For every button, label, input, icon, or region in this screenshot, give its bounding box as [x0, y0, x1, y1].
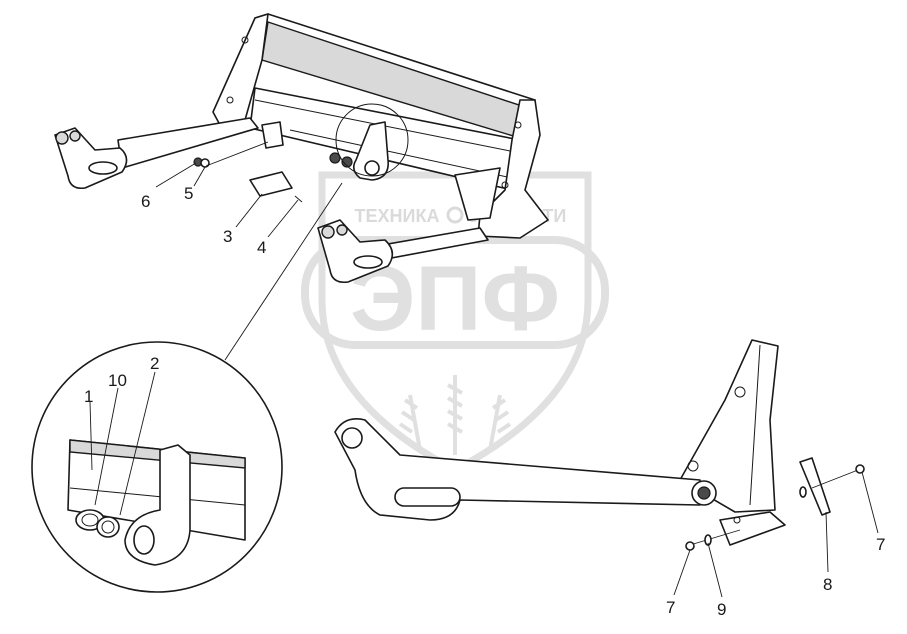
detail-view — [31, 182, 343, 593]
callout-9: 9 — [717, 600, 726, 619]
center-hinge — [352, 121, 389, 181]
callout-labels: 6 5 3 4 1 10 2 7 8 7 9 — [84, 184, 885, 619]
left-push-arm — [117, 117, 259, 169]
gear-icon — [446, 206, 464, 224]
cutting-edge — [454, 167, 501, 221]
leader-lines — [89, 141, 879, 598]
side-plate — [679, 339, 779, 513]
callout-2: 2 — [150, 354, 159, 373]
wheat-icon — [398, 375, 512, 455]
callout-1: 1 — [84, 387, 93, 406]
callout-7-bottom: 7 — [666, 598, 675, 617]
right-side-plate — [477, 99, 549, 239]
side-view-assembly — [334, 339, 865, 551]
top-assembly — [54, 13, 549, 284]
side-knife — [719, 511, 786, 546]
callout-4: 4 — [257, 238, 266, 257]
callout-8: 8 — [823, 575, 832, 594]
callout-6: 6 — [141, 192, 150, 211]
washer — [200, 158, 210, 168]
mounting-bracket — [249, 171, 293, 197]
watermark-left-text: ТЕХНИКА — [355, 206, 440, 226]
callout-3: 3 — [223, 227, 232, 246]
detail-leader — [224, 182, 343, 361]
bushing-2 — [96, 516, 120, 538]
callout-7-right: 7 — [876, 535, 885, 554]
bolt — [294, 195, 303, 203]
callout-10: 10 — [108, 371, 127, 390]
callout-5: 5 — [184, 184, 193, 203]
detail-indicator-ring — [335, 103, 409, 177]
